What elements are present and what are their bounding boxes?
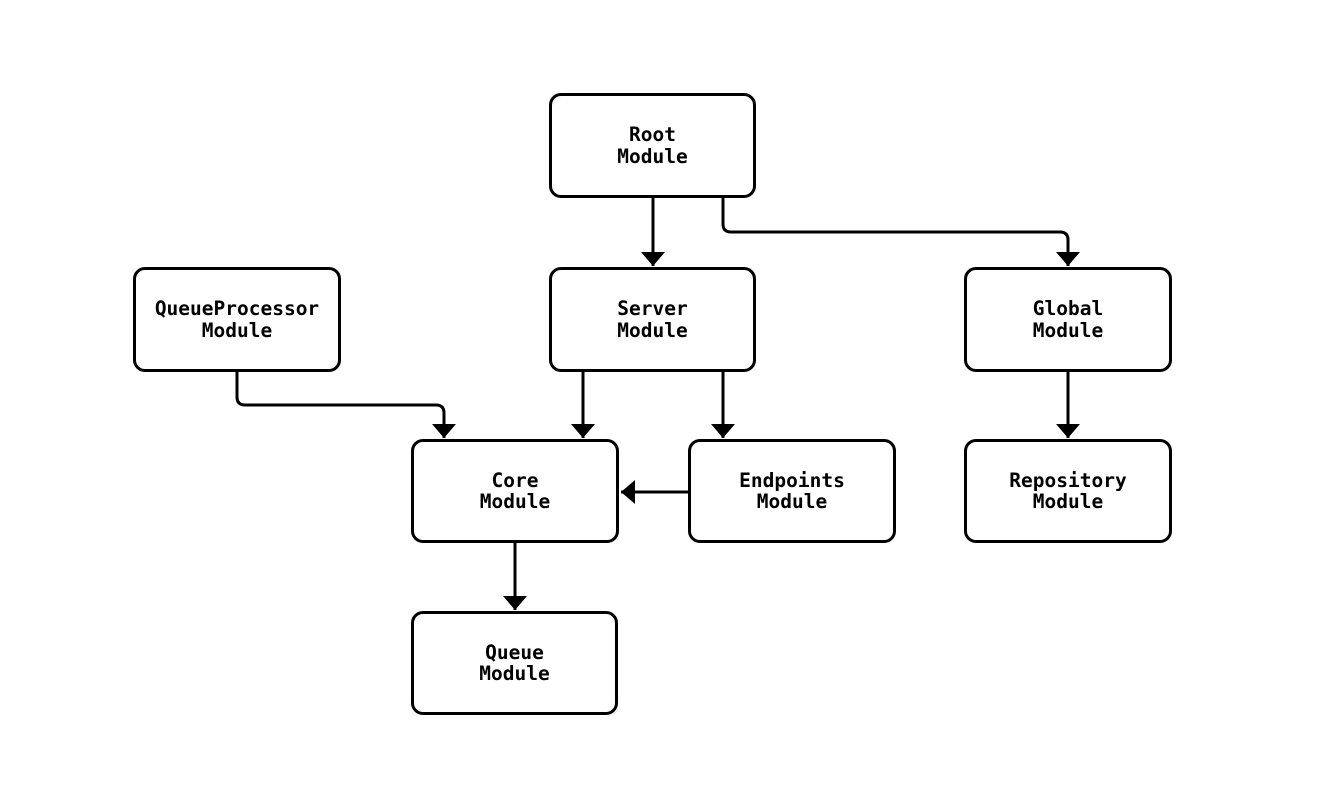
node-repository-module: Repository Module (964, 439, 1172, 543)
edge-server-to-endpoints (711, 372, 735, 438)
node-label: Server Module (617, 297, 688, 342)
arrowhead-icon (711, 424, 735, 438)
node-queue-module: Queue Module (411, 611, 618, 715)
arrowhead-icon (503, 596, 527, 610)
edge-root-to-server (641, 198, 665, 266)
edge-endpoints-to-core (621, 480, 688, 504)
arrowhead-icon (432, 424, 456, 438)
node-label: QueueProcessor Module (154, 297, 320, 342)
arrowhead-icon (1056, 424, 1080, 438)
node-label: Repository Module (1009, 468, 1127, 513)
node-label: Queue Module (479, 640, 550, 685)
edge-global-to-repository (1056, 372, 1080, 438)
node-label: Global Module (1032, 297, 1104, 342)
arrowhead-icon (1056, 252, 1080, 266)
node-label: Core Module (479, 468, 551, 513)
edge-core-to-queue (503, 543, 527, 610)
node-server-module: Server Module (549, 267, 756, 372)
node-label: Root Module (617, 123, 688, 168)
node-endpoints-module: Endpoints Module (688, 439, 896, 543)
node-queueprocessor-module: QueueProcessor Module (133, 267, 341, 372)
arrowhead-icon (641, 252, 665, 266)
edge-server-to-core (571, 372, 595, 438)
arrowhead-icon (571, 424, 595, 438)
edge-root-to-global (721, 198, 1080, 266)
edge-line (721, 198, 1070, 266)
edge-line (235, 372, 446, 438)
node-label: Endpoints Module (739, 468, 845, 513)
node-root-module: Root Module (549, 93, 756, 198)
node-core-module: Core Module (411, 439, 619, 543)
edge-queueprocessor-to-core (235, 372, 456, 438)
node-global-module: Global Module (964, 267, 1172, 372)
arrowhead-icon (621, 480, 635, 504)
